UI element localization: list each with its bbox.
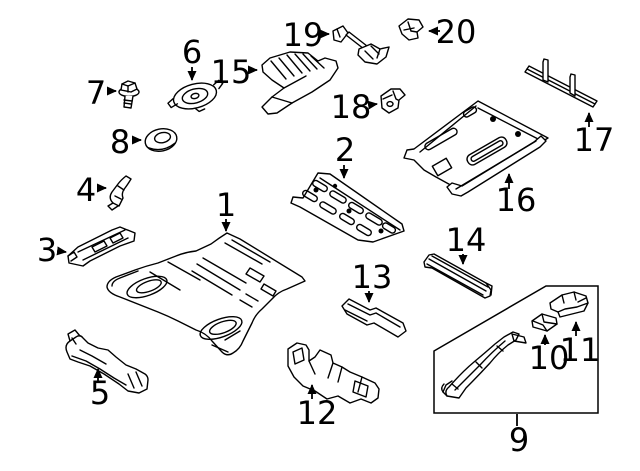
callout-5[interactable]: 5	[90, 368, 110, 412]
part-15-heat-shield-drawing	[261, 51, 339, 115]
callout-16[interactable]: 16	[496, 173, 537, 219]
callout-12[interactable]: 12	[297, 384, 338, 432]
callout-8-number[interactable]: 8	[110, 123, 130, 161]
part-5-side-member-drawing	[65, 329, 149, 394]
callout-3[interactable]: 3	[37, 231, 67, 269]
callout-13-number[interactable]: 13	[352, 258, 393, 296]
callout-13[interactable]: 13	[352, 258, 393, 303]
callout-10[interactable]: 10	[529, 334, 570, 377]
callout-15-number[interactable]: 15	[211, 53, 252, 91]
part-8-grommet-drawing	[144, 128, 178, 152]
callout-19-number[interactable]: 19	[283, 16, 324, 54]
callout-18[interactable]: 18	[331, 88, 378, 126]
part-6-cover-plate-drawing	[167, 79, 224, 113]
callout-14[interactable]: 14	[446, 221, 487, 265]
callout-11[interactable]: 11	[560, 321, 601, 369]
callout-8[interactable]: 8	[110, 123, 142, 161]
callout-20[interactable]: 20	[428, 13, 477, 51]
part-3-side-rail-drawing	[67, 226, 136, 267]
part-20-clip-drawing	[398, 18, 424, 41]
callout-3-number[interactable]: 3	[37, 231, 57, 269]
callout-2-number[interactable]: 2	[335, 131, 355, 169]
callout-18-number[interactable]: 18	[331, 88, 372, 126]
callout-9[interactable]: 9	[509, 414, 529, 459]
part-16-luggage-floor-drawing	[403, 100, 549, 197]
callout-1[interactable]: 1	[216, 186, 236, 232]
part-11-bracket-drawing	[549, 291, 589, 318]
part-4-bracket-drawing	[107, 175, 132, 211]
callout-2[interactable]: 2	[335, 131, 355, 179]
callout-7-number[interactable]: 7	[86, 74, 106, 112]
part-13-rail-drawing	[341, 298, 407, 338]
callout-4[interactable]: 4	[76, 171, 107, 209]
part-9-reference-box	[433, 285, 599, 414]
callout-12-number[interactable]: 12	[297, 394, 338, 432]
part-18-bracket-drawing	[380, 88, 406, 114]
callout-19[interactable]: 19	[283, 16, 330, 54]
callout-3-arrow	[56, 246, 67, 256]
callout-6-number[interactable]: 6	[182, 33, 202, 71]
callout-16-number[interactable]: 16	[496, 181, 537, 219]
callout-14-number[interactable]: 14	[446, 221, 487, 259]
part-1-rear-floor-pan-drawing	[106, 232, 306, 356]
callout-10-number[interactable]: 10	[529, 339, 570, 377]
callout-18-arrow	[367, 100, 378, 110]
part-10-bracket-drawing	[531, 313, 558, 332]
callout-20-number[interactable]: 20	[436, 13, 477, 51]
part-9-side-rail-assembly-drawing	[441, 331, 527, 399]
callout-1-number[interactable]: 1	[216, 186, 236, 224]
callout-6[interactable]: 6	[182, 33, 202, 81]
callout-4-number[interactable]: 4	[76, 171, 96, 209]
part-7-bolt-drawing	[118, 80, 140, 109]
callout-17[interactable]: 17	[574, 112, 615, 159]
part-14-rail-drawing	[423, 253, 493, 299]
callout-5-number[interactable]: 5	[90, 374, 110, 412]
callout-15[interactable]: 15	[211, 53, 258, 91]
callout-7[interactable]: 7	[86, 74, 117, 112]
callout-9-number[interactable]: 9	[509, 421, 529, 459]
callout-11-number[interactable]: 11	[560, 331, 601, 369]
part-19-stay-rod-drawing	[332, 25, 390, 65]
callout-17-number[interactable]: 17	[574, 121, 615, 159]
part-2-floor-extension-drawing	[290, 172, 405, 243]
part-17-crossbar-drawing	[524, 58, 598, 108]
